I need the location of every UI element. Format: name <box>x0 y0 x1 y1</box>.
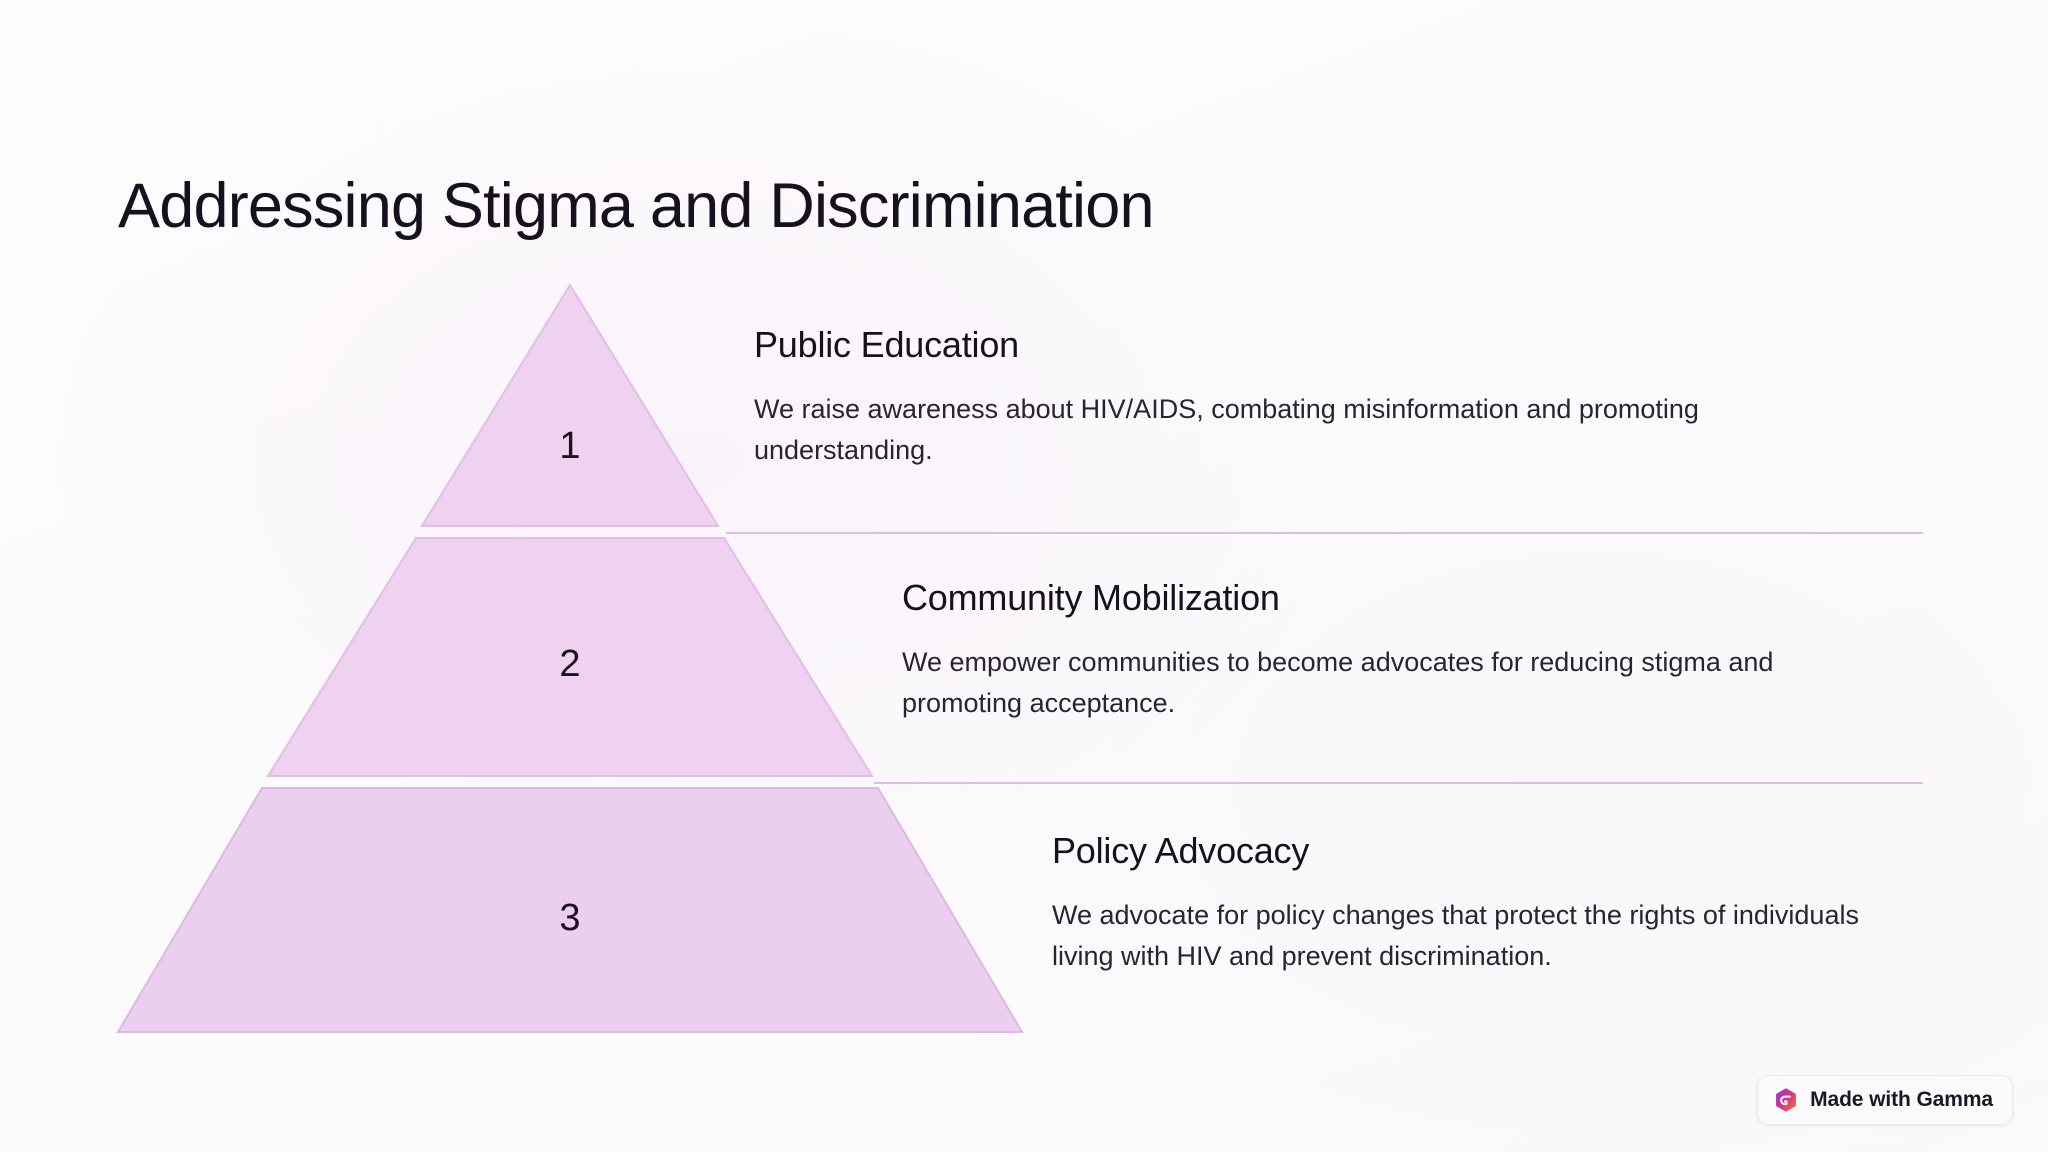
divider-line-1 <box>726 532 1923 534</box>
pyramid-tier-3-shape[interactable] <box>116 787 1024 1033</box>
tier-2-text-block: Community Mobilization We empower commun… <box>902 575 1832 724</box>
tier-3-text-block: Policy Advocacy We advocate for policy c… <box>1052 828 1922 977</box>
pyramid-tier-3-number: 3 <box>559 897 580 939</box>
tier-2-body: We empower communities to become advocat… <box>902 647 1774 719</box>
pyramid-tier-1-number: 1 <box>559 425 580 467</box>
pyramid-tier-1-shape[interactable] <box>420 283 720 527</box>
pyramid-tier-2-shape[interactable] <box>266 537 874 777</box>
made-with-gamma-label: Made with Gamma <box>1810 1088 1993 1111</box>
tier-3-heading: Policy Advocacy <box>1052 830 1310 871</box>
tier-1-text-block: Public Education We raise awareness abou… <box>754 322 1784 471</box>
tier-3-body: We advocate for policy changes that prot… <box>1052 900 1859 972</box>
divider-line-2 <box>874 782 1923 784</box>
tier-1-heading: Public Education <box>754 324 1019 365</box>
tier-2-heading: Community Mobilization <box>902 577 1280 618</box>
tier-1-body: We raise awareness about HIV/AIDS, comba… <box>754 394 1699 466</box>
page-title: Addressing Stigma and Discrimination <box>118 171 1154 242</box>
pyramid-tier-2-number: 2 <box>559 643 580 685</box>
made-with-gamma-badge[interactable]: Made with Gamma <box>1757 1075 2013 1125</box>
gamma-hexagon-logo-icon <box>1776 1088 1797 1112</box>
